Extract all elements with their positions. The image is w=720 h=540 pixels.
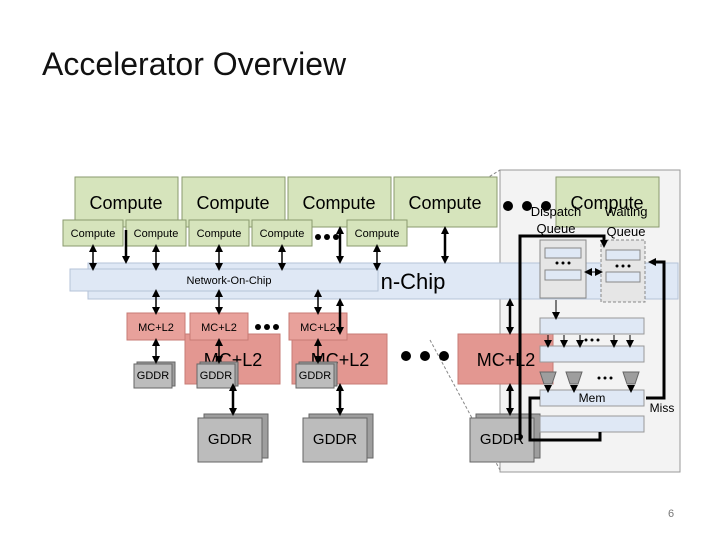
mc-label: MC+L2: [138, 322, 174, 334]
gddr-label: GDDR: [200, 370, 232, 382]
compute-large-2: Compute: [181, 176, 286, 228]
compute-label: Compute: [89, 193, 162, 213]
waiting-queue: Waiting Queue: [600, 204, 648, 303]
compute-small-4: Compute: [251, 219, 313, 247]
compute-small-2: Compute: [125, 219, 187, 247]
compute-large-1: Compute: [74, 176, 179, 228]
compute-label: Compute: [71, 228, 116, 240]
waiting-label: Waiting: [605, 204, 648, 219]
gddr-label: GDDR: [313, 431, 357, 448]
zoom-arrows: [544, 300, 635, 393]
gddr-small-3: GDDR: [295, 361, 338, 389]
compute-label: Compute: [355, 228, 400, 240]
gddr-large-2: GDDR: [302, 413, 374, 463]
page-number: 6: [668, 508, 675, 520]
pipeline-stages: Mem: [539, 317, 645, 433]
compute-label: Compute: [408, 193, 481, 213]
compute-label: Compute: [134, 228, 179, 240]
mem-label: Mem: [579, 391, 606, 405]
gddr-label: GDDR: [208, 431, 252, 448]
miss-loop: [518, 234, 666, 442]
dispatch-queue: Dispatch Queue: [531, 204, 587, 299]
compute-large-5: Compute: [555, 176, 660, 228]
compute-label: Compute: [302, 193, 375, 213]
compute-large-4: Compute: [393, 176, 498, 228]
mc-small-1: MC+L2: [126, 312, 186, 341]
gddr-label: GDDR: [299, 370, 331, 382]
gddr-small-1: GDDR: [133, 361, 176, 389]
gddr-small-2: GDDR: [196, 361, 239, 389]
ellipsis-dots-small: [315, 234, 339, 240]
arrows-large: [122, 226, 514, 416]
gddr-label: GDDR: [137, 370, 169, 382]
mc-label: MC+L2: [201, 322, 237, 334]
compute-small-3: Compute: [188, 219, 250, 247]
gddr-label: GDDR: [480, 431, 524, 448]
compute-small-1: Compute: [62, 219, 124, 247]
gddr-large-1: GDDR: [197, 413, 269, 463]
ellipsis-dots-mc: [401, 351, 449, 361]
mc-small-3: MC+L2: [288, 312, 348, 341]
ellipsis-dots: [503, 201, 551, 211]
miss-label: Miss: [650, 401, 675, 415]
mc-large-3: MC+L2: [457, 333, 554, 385]
compute-label: Compute: [197, 228, 242, 240]
dispatch-label: Dispatch: [531, 204, 582, 219]
compute-small-5: Compute: [346, 219, 408, 247]
dispatch-queue-label: Queue: [536, 221, 575, 236]
compute-large-3: Compute: [287, 176, 392, 228]
mc-label: MC+L2: [477, 350, 536, 370]
mc-small-2: MC+L2: [189, 312, 249, 341]
compute-label: Compute: [570, 193, 643, 213]
noc-small: Network-On-Chip: [69, 268, 379, 292]
ellipsis-dots-mc-small: [255, 324, 279, 330]
waiting-queue-label: Queue: [606, 224, 645, 239]
compute-label: Compute: [196, 193, 269, 213]
compute-label: Compute: [260, 228, 305, 240]
arrows-small: [89, 244, 381, 364]
noc-label-large: n-Chip: [381, 269, 446, 294]
noc-label-small: Network-On-Chip: [187, 275, 272, 287]
mc-label: MC+L2: [300, 322, 336, 334]
slide-title: Accelerator Overview: [42, 46, 347, 82]
